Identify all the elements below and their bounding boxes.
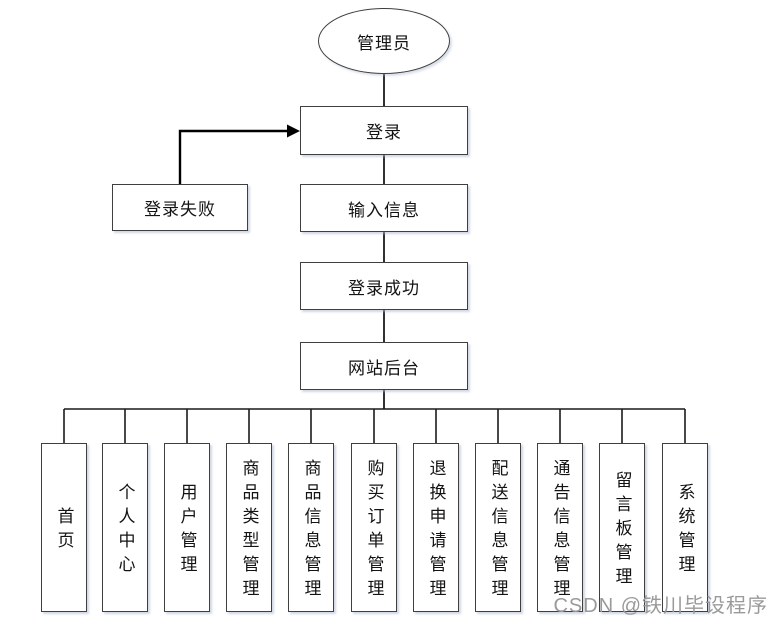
node-input-info-label: 输入信息	[348, 200, 420, 220]
node-admin: 管理员	[318, 8, 450, 74]
node-login-success: 登录成功	[300, 262, 468, 310]
node-home-label: 首页	[54, 507, 74, 555]
node-delivery-info-management: 配送信息管理	[475, 443, 521, 612]
node-purchase-order-management-label: 购买订单管理	[364, 459, 384, 603]
node-return-request-management: 退换申请管理	[413, 443, 459, 612]
node-message-board-management: 留言板管理	[599, 443, 645, 612]
node-system-management: 系统管理	[662, 443, 708, 612]
node-login-failed-label: 登录失败	[144, 200, 216, 219]
node-system-management-label: 系统管理	[675, 483, 695, 579]
node-product-info-management-label: 商品信息管理	[301, 459, 321, 603]
bus-connectors	[63, 408, 686, 443]
node-personal-center-label: 个人中心	[115, 483, 135, 579]
node-message-board-management-label: 留言板管理	[612, 471, 632, 591]
node-site-backend-label: 网站后台	[348, 358, 420, 378]
node-login-label: 登录	[366, 123, 402, 142]
node-notice-info-management: 通告信息管理	[537, 443, 583, 612]
node-product-type-management: 商品类型管理	[226, 443, 272, 612]
node-input-info: 输入信息	[300, 184, 468, 232]
node-site-backend: 网站后台	[300, 342, 468, 390]
node-product-info-management: 商品信息管理	[288, 443, 334, 612]
node-admin-label: 管理员	[357, 33, 411, 53]
login-failed-arrow	[178, 124, 300, 184]
node-purchase-order-management: 购买订单管理	[351, 443, 397, 612]
node-login-failed: 登录失败	[112, 184, 248, 231]
node-notice-info-management-label: 通告信息管理	[550, 459, 570, 603]
node-product-type-management-label: 商品类型管理	[239, 459, 259, 603]
node-login-success-label: 登录成功	[348, 278, 420, 298]
node-return-request-management-label: 退换申请管理	[426, 459, 446, 603]
node-delivery-info-management-label: 配送信息管理	[488, 459, 508, 603]
node-login: 登录	[300, 106, 468, 155]
node-personal-center: 个人中心	[102, 443, 148, 612]
node-home: 首页	[41, 443, 87, 612]
node-user-management-label: 用户管理	[177, 483, 197, 579]
watermark-text: CSDN @铁川毕设程序	[553, 595, 768, 617]
node-user-management: 用户管理	[164, 443, 210, 612]
